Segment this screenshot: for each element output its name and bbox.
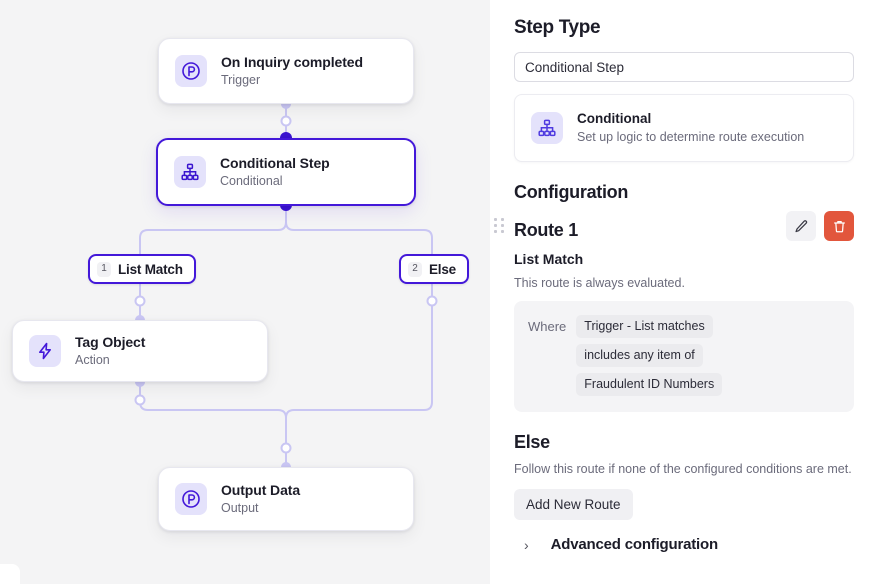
route-number: 1 bbox=[97, 261, 111, 277]
step-type-card-title: Conditional bbox=[577, 111, 652, 126]
add-new-route-button[interactable]: Add New Route bbox=[514, 489, 633, 520]
route-pill-1[interactable]: 1 List Match bbox=[88, 254, 196, 284]
hierarchy-icon bbox=[531, 112, 563, 144]
else-note: Follow this route if none of the configu… bbox=[514, 462, 852, 476]
workflow-canvas[interactable]: On Inquiry completed Trigger Conditional… bbox=[0, 0, 490, 584]
advanced-configuration-label: Advanced configuration bbox=[550, 536, 718, 553]
route-title: Route 1 bbox=[514, 219, 578, 240]
persona-p-icon bbox=[175, 55, 207, 87]
node-title: Output Data bbox=[221, 482, 301, 498]
canvas-bottom-left-panel bbox=[0, 564, 20, 584]
route-label: List Match bbox=[118, 261, 183, 277]
route-number: 2 bbox=[408, 261, 422, 277]
where-label: Where bbox=[528, 319, 567, 334]
condition-chip[interactable]: includes any item of bbox=[576, 344, 703, 367]
workflow-node-output-data[interactable]: Output Data Output bbox=[158, 467, 414, 531]
node-subtitle: Conditional bbox=[220, 174, 283, 188]
route-label: Else bbox=[429, 261, 456, 277]
workflow-node-conditional-step[interactable]: Conditional Step Conditional bbox=[156, 138, 416, 206]
hierarchy-icon bbox=[174, 156, 206, 188]
route-note: This route is always evaluated. bbox=[514, 276, 685, 290]
else-heading: Else bbox=[514, 432, 550, 452]
node-subtitle: Action bbox=[75, 353, 110, 367]
drag-handle-icon[interactable] bbox=[494, 217, 504, 233]
node-title: Conditional Step bbox=[220, 155, 330, 171]
delete-route-button[interactable] bbox=[824, 211, 854, 241]
node-title: On Inquiry completed bbox=[221, 54, 363, 70]
route-actions bbox=[786, 211, 854, 241]
step-details-panel: Step Type Conditional Step Conditional S… bbox=[490, 0, 878, 584]
route-condition-box[interactable]: Where Trigger - List matches includes an… bbox=[514, 301, 854, 412]
workflow-node-tag-object[interactable]: Tag Object Action bbox=[12, 320, 268, 382]
lightning-bolt-icon bbox=[29, 335, 61, 367]
step-type-heading: Step Type bbox=[514, 17, 601, 38]
edit-route-button[interactable] bbox=[786, 211, 816, 241]
condition-chip[interactable]: Trigger - List matches bbox=[576, 315, 713, 338]
node-title: Tag Object bbox=[75, 334, 146, 350]
node-subtitle: Output bbox=[221, 501, 259, 515]
workflow-node-trigger[interactable]: On Inquiry completed Trigger bbox=[158, 38, 414, 104]
route-pill-2[interactable]: 2 Else bbox=[399, 254, 469, 284]
persona-p-icon bbox=[175, 483, 207, 515]
advanced-configuration-toggle[interactable]: › Advanced configuration bbox=[514, 536, 854, 553]
step-type-card[interactable]: Conditional Set up logic to determine ro… bbox=[514, 94, 854, 162]
route-header: Route 1 bbox=[494, 211, 854, 245]
node-subtitle: Trigger bbox=[221, 73, 261, 87]
condition-chip[interactable]: Fraudulent ID Numbers bbox=[576, 373, 723, 396]
configuration-heading: Configuration bbox=[514, 182, 629, 202]
route-subtitle: List Match bbox=[514, 251, 584, 267]
step-type-card-subtitle: Set up logic to determine route executio… bbox=[577, 130, 805, 144]
step-type-input[interactable]: Conditional Step bbox=[514, 52, 854, 82]
chevron-right-icon: › bbox=[524, 536, 529, 553]
condition-chips: Trigger - List matches includes any item… bbox=[576, 315, 840, 396]
